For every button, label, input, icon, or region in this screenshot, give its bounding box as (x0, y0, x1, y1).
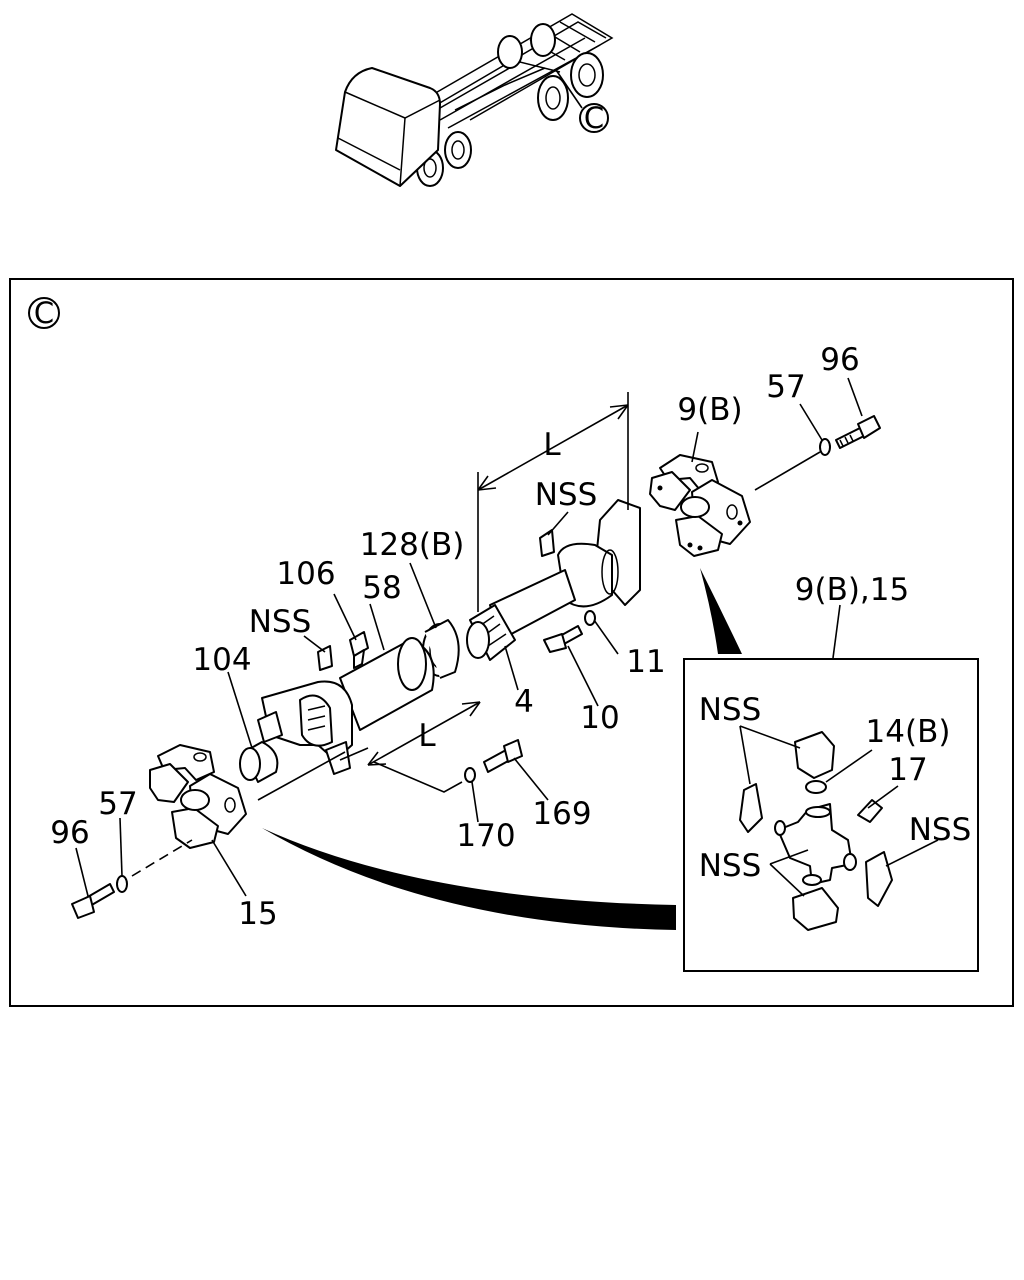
inset-leader-lines (739, 725, 939, 897)
label-9b-15: 9(B),15 (795, 572, 909, 608)
cap-top (794, 731, 835, 779)
truck-locator-sketch (335, 13, 614, 187)
inset-frame (683, 658, 979, 972)
cap-right (865, 851, 893, 907)
cap-left (739, 783, 763, 833)
detail-frame (9, 278, 1014, 1007)
label-128b: 128(B) (360, 527, 465, 563)
leader-lines (75, 377, 863, 897)
universal-joint-right (649, 454, 751, 557)
label-10: 10 (580, 700, 619, 736)
axis-line-left (257, 751, 346, 801)
bolt-96-right (835, 415, 881, 449)
nss-tab-top (539, 529, 555, 557)
swoosh-arrow-left (262, 828, 676, 930)
inset-exploded-joint (739, 731, 893, 931)
swoosh-arrow-right (700, 568, 742, 654)
label-L-top: L (543, 427, 561, 463)
washer-14b (805, 780, 827, 794)
cap-bottom (792, 887, 839, 931)
washer-11 (584, 610, 596, 626)
label-96-right: 96 (820, 342, 859, 378)
slip-yoke-shaft (466, 499, 641, 661)
axis-line-left-dashed (131, 839, 193, 877)
tube-58 (339, 637, 435, 731)
label-15: 15 (238, 896, 277, 932)
washer-57-right (819, 438, 831, 456)
label-4: 4 (514, 684, 534, 720)
label-96-left: 96 (50, 815, 89, 851)
label-inset-nss-right: NSS (909, 812, 972, 848)
dimension-L-bottom (339, 701, 481, 793)
washer-57-left (116, 875, 128, 893)
label-inset-nss-top-left: NSS (699, 692, 762, 728)
label-58: 58 (362, 570, 401, 606)
nss-tab-mid (317, 645, 333, 671)
label-nss-mid: NSS (249, 604, 312, 640)
label-inset-nss-bottom-left: NSS (699, 848, 762, 884)
label-L-bottom: L (418, 718, 436, 754)
grease-fitting-106 (349, 631, 369, 669)
label-inset-17: 17 (888, 752, 927, 788)
axis-line-right (754, 451, 821, 491)
detail-callout-circle (28, 297, 60, 329)
label-57-right: 57 (766, 369, 805, 405)
label-11: 11 (626, 644, 665, 680)
bearing-104 (239, 741, 279, 783)
label-inset-14b: 14(B) (866, 714, 951, 750)
fitting-17 (857, 799, 883, 823)
bolt-169 (483, 739, 523, 773)
label-106: 106 (276, 556, 335, 592)
detail-callout-letter: C (34, 296, 54, 330)
dimension-L-top (477, 392, 629, 612)
universal-joint-left (149, 744, 247, 849)
washer-170 (464, 767, 476, 783)
label-170: 170 (456, 818, 515, 854)
label-nss-top: NSS (535, 477, 598, 513)
bolt-10 (543, 625, 583, 653)
label-104: 104 (192, 642, 251, 678)
part-labels: 96 57 9(B) L NSS 128(B) 106 58 NSS 104 1… (50, 342, 971, 932)
left-tube-yoke (257, 680, 353, 775)
locator-callout-letter: C (584, 101, 604, 135)
label-169: 169 (532, 796, 591, 832)
label-57-left: 57 (98, 786, 137, 822)
bolt-96-left (71, 883, 115, 919)
label-9b-top: 9(B) (677, 392, 742, 428)
